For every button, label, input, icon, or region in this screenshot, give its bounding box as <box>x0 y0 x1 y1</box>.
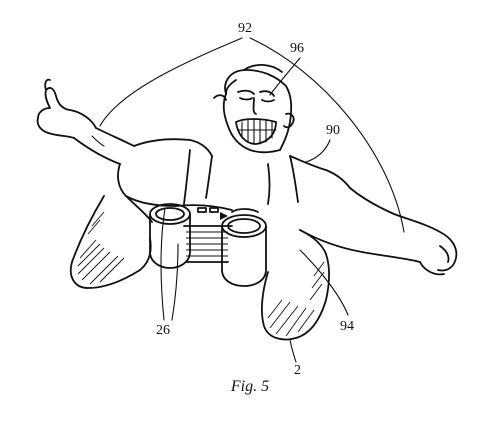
head <box>213 64 295 154</box>
torso <box>117 138 351 207</box>
right-arm <box>299 187 458 276</box>
left-leg <box>69 195 153 289</box>
reference-numerals: 92 96 90 26 94 2 <box>156 21 354 378</box>
figure-caption: Fig. 5 <box>230 378 270 395</box>
leader-lines <box>99 37 405 363</box>
controller-body <box>175 204 233 263</box>
ref-92: 92 <box>238 21 252 36</box>
right-grip <box>221 208 267 287</box>
right-leg <box>261 229 330 341</box>
ref-94: 94 <box>340 319 354 334</box>
ref-96: 96 <box>290 41 304 56</box>
left-arm <box>36 78 135 165</box>
ref-2: 2 <box>294 363 301 378</box>
ref-26: 26 <box>156 323 170 338</box>
left-grip <box>149 203 191 269</box>
ref-90: 90 <box>326 123 340 138</box>
